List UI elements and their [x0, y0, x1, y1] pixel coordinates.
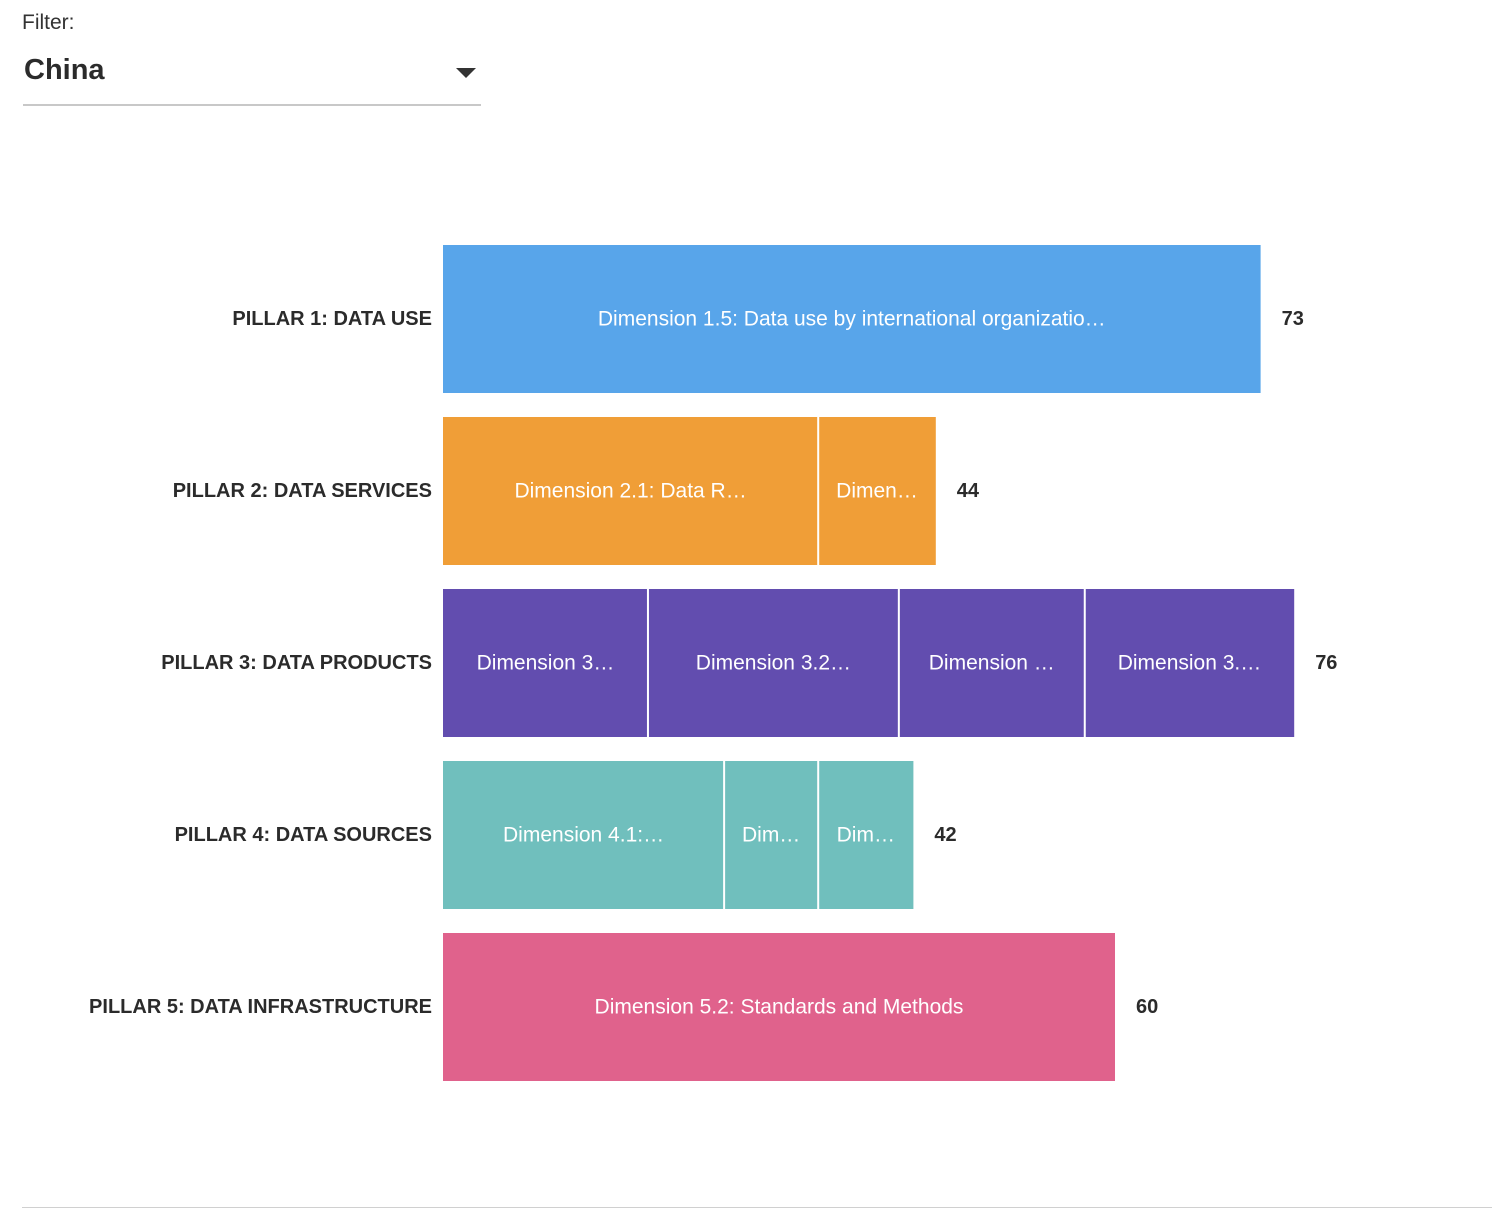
total-value-label: 60 [1136, 996, 1158, 1018]
bottom-divider [22, 1207, 1492, 1208]
segment-label: Dim… [837, 824, 895, 847]
segment-label: Dimension 4.1:… [503, 824, 664, 847]
bar-segment[interactable] [443, 761, 725, 909]
category-label: PILLAR 2: DATA SERVICES [173, 480, 432, 502]
category-label: PILLAR 3: DATA PRODUCTS [161, 652, 432, 674]
bar-segment[interactable] [1084, 589, 1295, 737]
country-filter-select[interactable]: China [23, 48, 481, 106]
bar-segment[interactable] [647, 589, 899, 737]
category-label: PILLAR 5: DATA INFRASTRUCTURE [89, 996, 432, 1018]
bar-segment[interactable] [818, 761, 914, 909]
bar-segment[interactable] [443, 417, 819, 565]
segment-label: Dimension … [929, 652, 1055, 675]
total-value-label: 76 [1315, 652, 1337, 674]
category-label: PILLAR 4: DATA SOURCES [175, 824, 432, 846]
total-value-label: 42 [934, 824, 956, 846]
segment-label: Dimension 5.2: Standards and Methods [595, 996, 964, 1019]
segment-label: Dimension 3.2… [696, 652, 851, 675]
bar-segment[interactable] [818, 417, 936, 565]
segment-label: Dimension 3… [477, 652, 615, 675]
segment-label: Dimen… [836, 480, 918, 503]
filter-label: Filter: [22, 11, 75, 34]
bar-segment[interactable] [443, 933, 1115, 1081]
category-label: PILLAR 1: DATA USE [232, 308, 432, 330]
bar-segment[interactable] [898, 589, 1085, 737]
segment-label: Dimension 3.… [1118, 652, 1262, 675]
total-value-label: 73 [1282, 308, 1304, 330]
bar-segment[interactable] [724, 761, 819, 909]
chevron-down-icon[interactable] [456, 68, 476, 78]
bar-segment[interactable] [443, 589, 648, 737]
total-value-label: 44 [957, 480, 980, 502]
filter-selected-value: China [24, 54, 105, 86]
segment-label: Dim… [742, 824, 800, 847]
segment-label: Dimension 1.5: Data use by international… [598, 308, 1106, 331]
segment-label: Dimension 2.1: Data R… [514, 480, 746, 503]
bar-segment[interactable] [443, 245, 1261, 393]
